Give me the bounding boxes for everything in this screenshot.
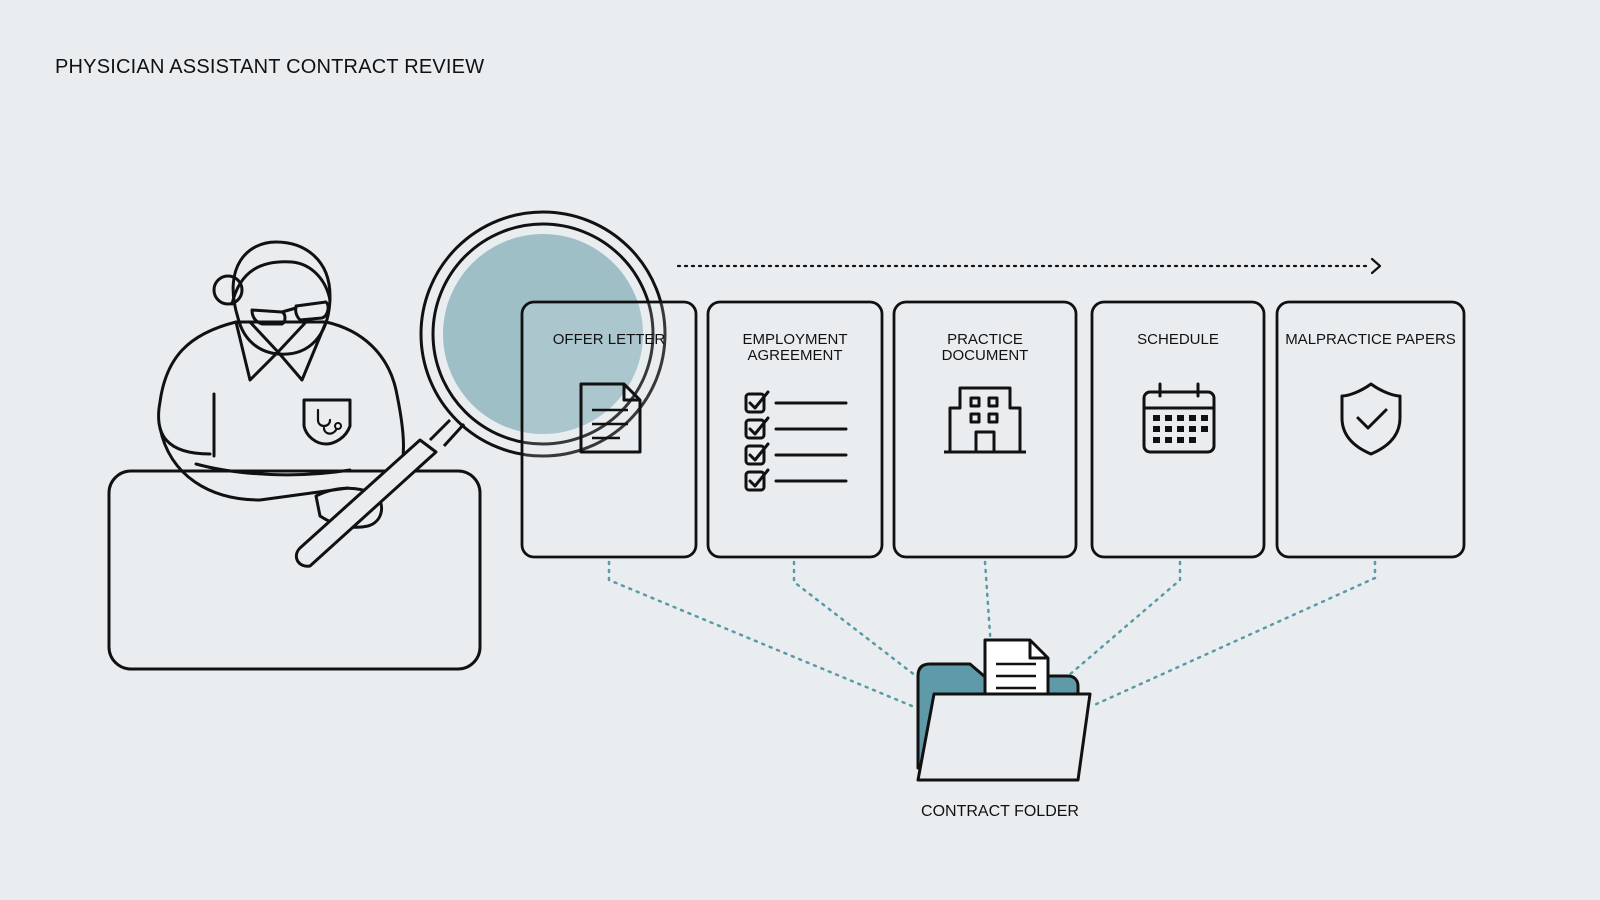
building-icon xyxy=(944,386,1026,454)
document-cards xyxy=(520,300,1466,559)
card-label-employment-agreement: EMPLOYMENT AGREEMENT xyxy=(742,331,848,364)
badge-pocket xyxy=(302,398,352,446)
card-label-practice-document: PRACTICE DOCUMENT xyxy=(941,331,1029,364)
connector-offer-letter xyxy=(607,560,914,708)
calendar-icon xyxy=(1142,382,1216,454)
shield-check-icon xyxy=(1340,382,1402,456)
card-label-offer-letter: OFFER LETTER xyxy=(552,331,666,348)
document-icon xyxy=(579,382,642,454)
laptop-outline xyxy=(107,469,482,671)
arm xyxy=(158,426,350,502)
card-schedule xyxy=(1090,300,1266,559)
head xyxy=(231,240,332,356)
collar xyxy=(234,320,328,382)
card-label-schedule: SCHEDULE xyxy=(1137,331,1219,348)
page-title: PHYSICIAN ASSISTANT CONTRACT REVIEW xyxy=(55,56,485,78)
card-employment-agreement xyxy=(706,300,884,559)
card-practice-document xyxy=(892,300,1078,559)
connector-practice-document xyxy=(983,560,993,650)
card-malpractice-papers xyxy=(1275,300,1466,559)
checklist-icon xyxy=(744,390,848,492)
hair xyxy=(230,260,332,306)
hair-bun xyxy=(212,274,244,306)
connector-schedule xyxy=(1066,560,1182,678)
progress-arrow xyxy=(676,257,1382,275)
card-offer-letter xyxy=(520,300,698,559)
collar-inner xyxy=(248,320,308,354)
folder-icon xyxy=(916,638,1092,782)
folder-label: CONTRACT FOLDER xyxy=(921,803,1079,820)
connector-employment-agreement xyxy=(792,560,918,678)
reviewer-figure xyxy=(157,240,405,529)
forearm xyxy=(194,462,352,477)
connector-malpractice-papers xyxy=(1090,560,1377,708)
card-label-malpractice-papers: MALPRACTICE PAPERS xyxy=(1285,331,1456,348)
torso xyxy=(157,320,405,478)
glasses xyxy=(250,300,330,326)
connector-lines xyxy=(607,560,1377,708)
stethoscope-icon xyxy=(316,408,338,435)
